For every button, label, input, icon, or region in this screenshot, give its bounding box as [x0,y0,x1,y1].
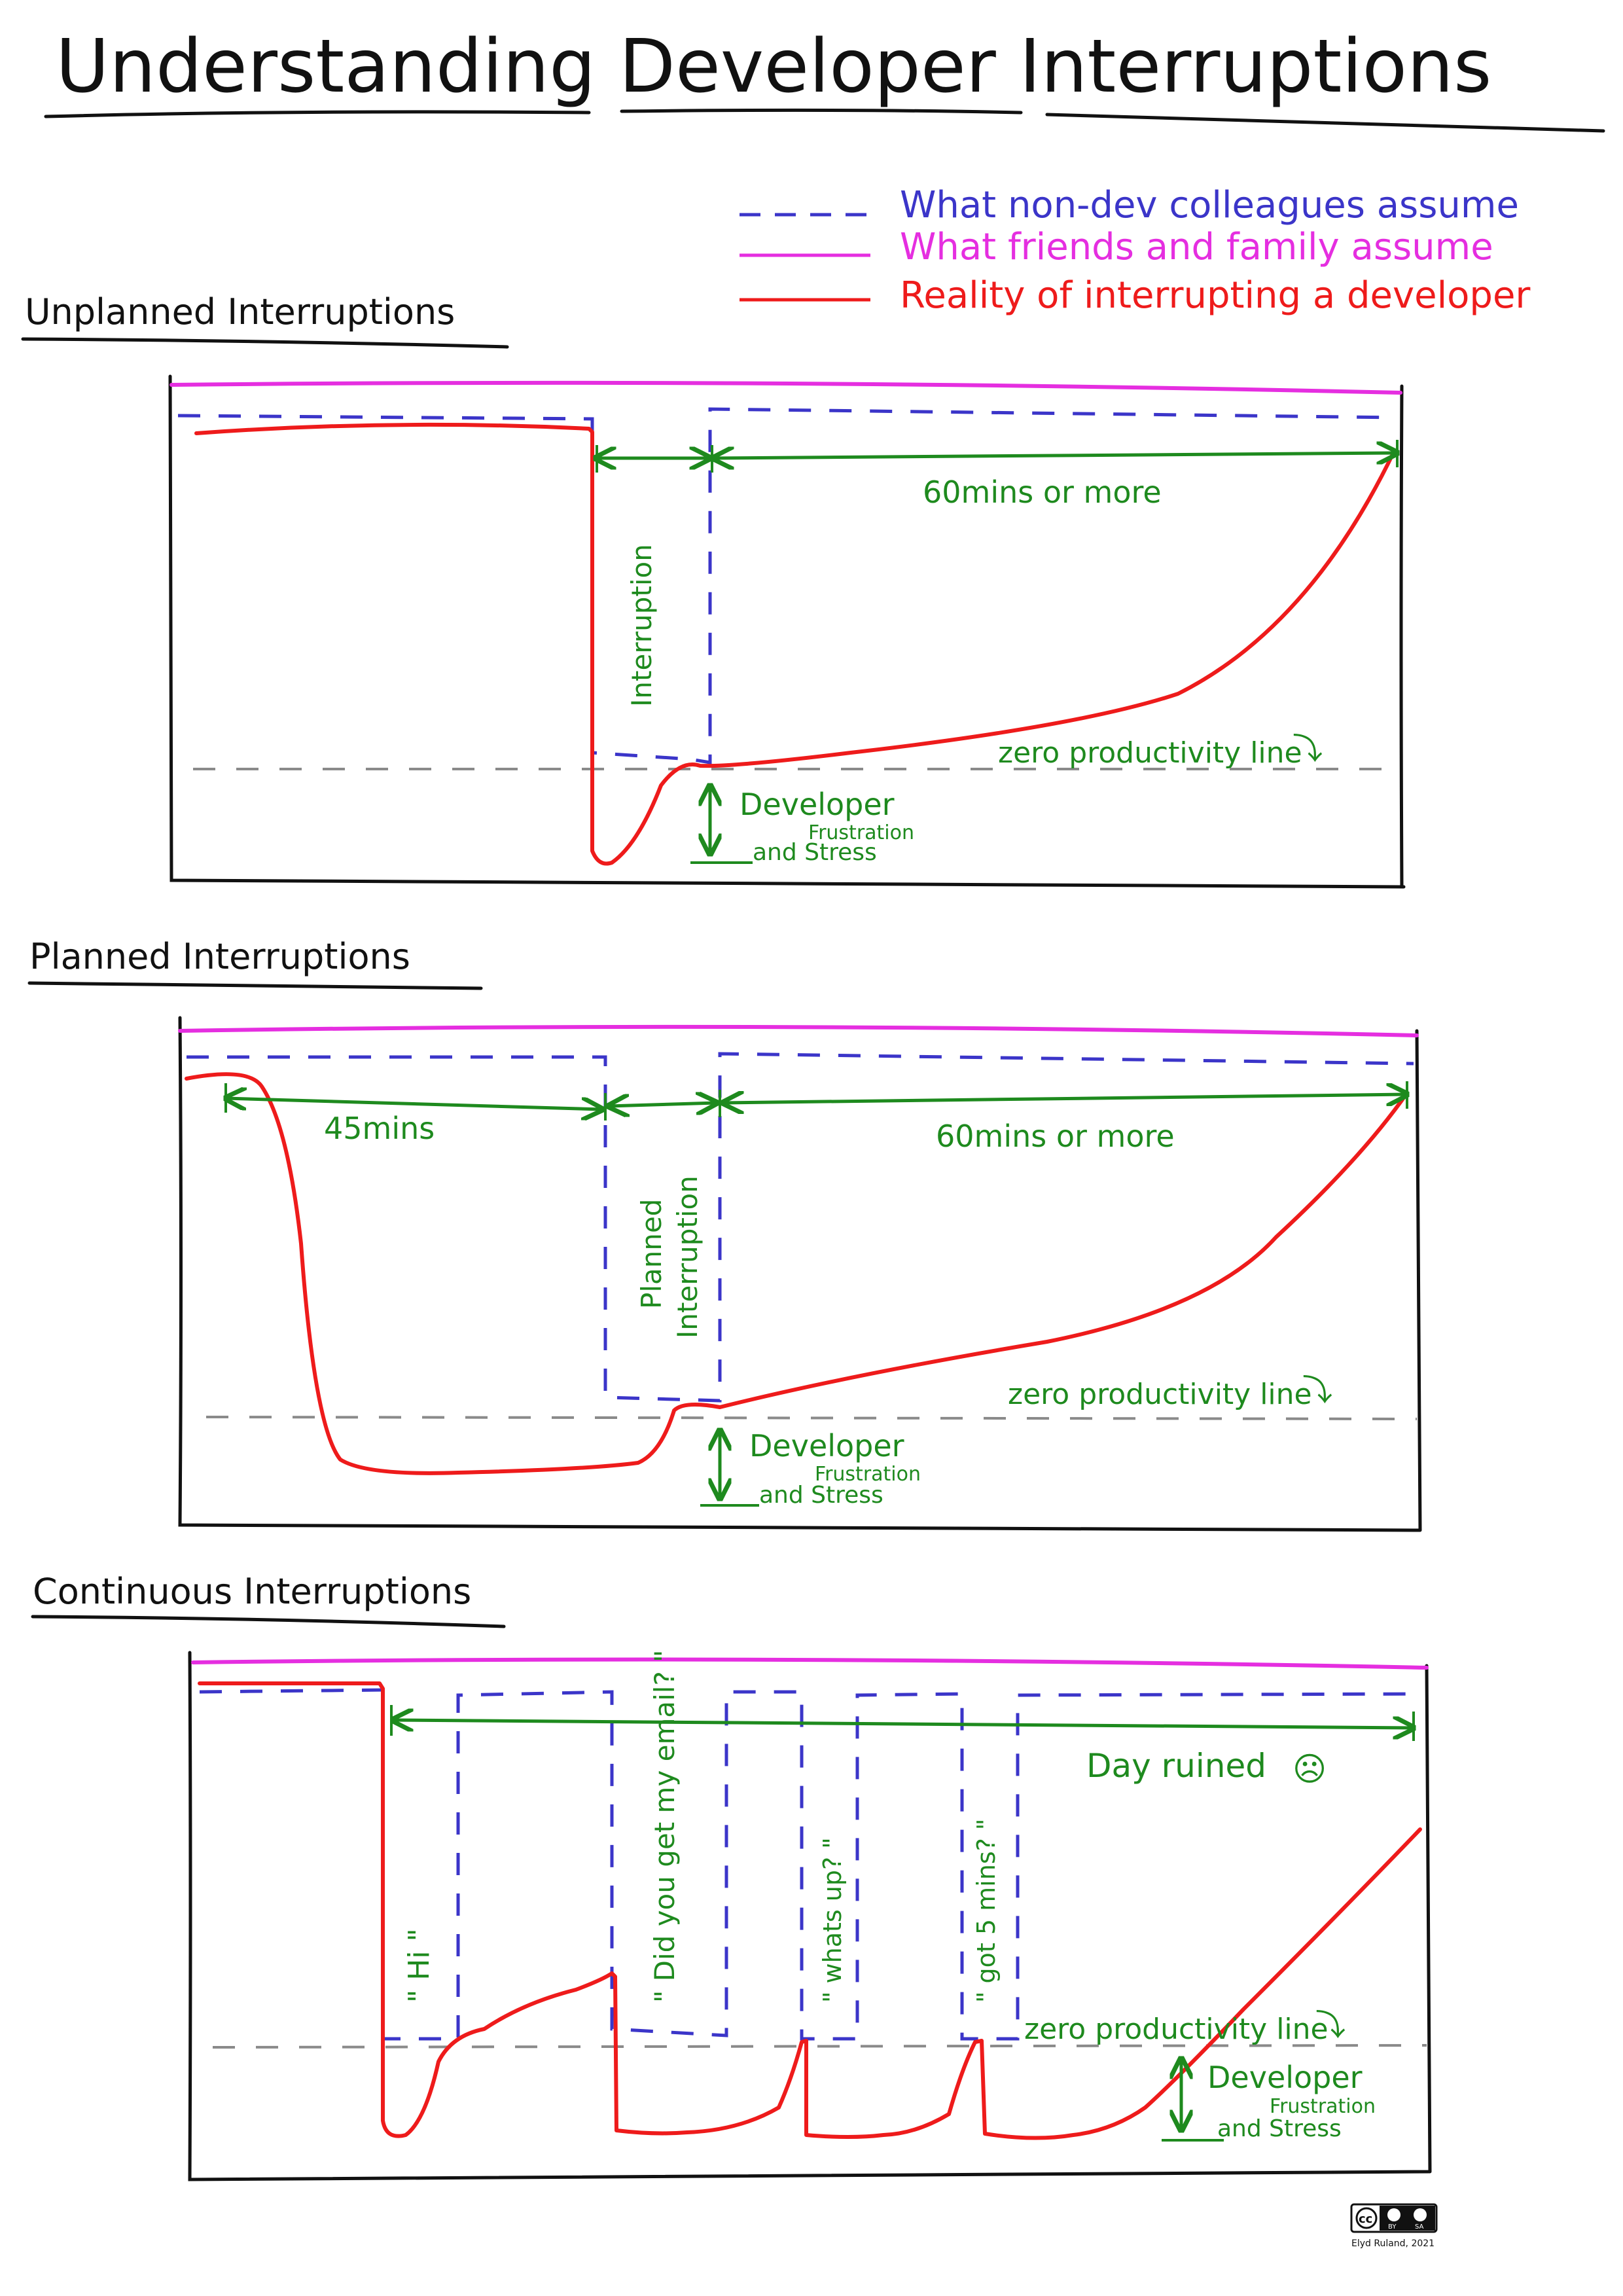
zero-arrow-icon: ⤵ [1302,1372,1332,1408]
frustration-detail-2: and Stress [753,839,877,866]
before-label: 45mins [324,1111,435,1146]
heading-continuous: Continuous Interruptions [33,1571,471,1612]
frame-continuous [188,1651,1432,2181]
family-assumption-line [169,380,1402,395]
legend-label-colleagues: What non-dev colleagues assume [900,184,1519,226]
cc-badge-text: cc [1359,2212,1372,2226]
legend-label-family: What friends and family assume [900,226,1493,268]
colleagues-assumption-line [199,1688,1424,2041]
family-assumption-line [191,1657,1429,1670]
title-underline-2 [620,108,1023,115]
quote-email: " Did you get my email? " [649,1650,681,2003]
frustration-title: Developer [740,787,895,822]
frame-unplanned [168,374,1406,889]
title-underline-3 [1045,113,1605,133]
family-assumption-line [178,1024,1419,1037]
sa-text: SA [1415,2223,1424,2231]
recovery-label: 60mins or more [923,475,1162,510]
frustration-detail-2: and Stress [759,1482,883,1509]
interruption-label-1: Planned [635,1199,668,1309]
license-credit: Elyd Ruland, 2021 [1351,2238,1435,2249]
by-icon [1387,2208,1400,2221]
zero-productivity-line [205,1416,1418,1420]
quote-whats-up: " whats up? " [818,1837,847,2003]
recovery-span-arrow [723,1094,1407,1103]
panel-planned: Planned Interruptions 45mins 60mins or m… [27,936,1422,1532]
page-title: Understanding Developer Interruptions [56,24,1491,109]
title-underline-1 [44,110,591,118]
reality-line [194,422,1396,866]
frustration-detail-1: Frustration [808,821,914,844]
colleagues-assumption-line [177,407,1398,764]
heading-planned: Planned Interruptions [29,936,410,977]
license-badge: cc BY SA Elyd Ruland, 2021 [1350,2203,1438,2249]
before-span-arrow [226,1098,602,1109]
heading-continuous-underline [31,1615,506,1628]
reality-line [198,1681,1422,2140]
day-ruined-icon: ☹ [1293,1750,1327,1788]
frustration-title: Developer [749,1428,904,1463]
panel-continuous: Continuous Interruptions Day ruined ☹ " … [31,1571,1432,2181]
frustration-detail-1: Frustration [1270,2095,1376,2118]
interruption-label-2: Interruption [671,1175,704,1338]
quote-hi: " Hi " [402,1928,436,2003]
recovery-span-arrow [713,453,1397,458]
zero-productivity-label: zero productivity line [1024,2013,1329,2046]
by-text: BY [1388,2223,1397,2231]
zero-arrow-icon: ⤵ [1293,731,1323,766]
frustration-title: Developer [1207,2060,1363,2095]
quote-got-5-mins: " got 5 mins? " [972,1819,1001,2003]
zero-productivity-label: zero productivity line [998,736,1302,770]
heading-unplanned-underline [21,337,509,349]
cc-icon [1355,2207,1378,2229]
legend-label-reality: Reality of interrupting a developer [900,274,1531,317]
interruption-span-arrow [609,1103,717,1106]
frustration-detail-1: Frustration [815,1463,921,1486]
recovery-label: 60mins or more [936,1119,1175,1154]
panel-unplanned: Unplanned Interruptions 60mins or more I… [21,291,1406,889]
heading-unplanned: Unplanned Interruptions [25,291,455,332]
day-span-arrow [393,1720,1414,1728]
zero-productivity-line [212,2044,1427,2049]
day-ruined-label: Day ruined [1086,1747,1266,1785]
zero-arrow-icon: ⤵ [1315,2007,1346,2043]
frame-planned [178,1016,1422,1532]
legend: What non-dev colleagues assume What frie… [740,184,1531,317]
frustration-detail-2: and Stress [1217,2115,1342,2142]
heading-planned-underline [27,981,483,990]
zero-productivity-label: zero productivity line [1008,1378,1312,1411]
reality-line [185,1072,1409,1475]
interruption-label: Interruption [626,544,658,707]
colleagues-assumption-line [187,1052,1414,1403]
sa-icon [1414,2208,1427,2221]
